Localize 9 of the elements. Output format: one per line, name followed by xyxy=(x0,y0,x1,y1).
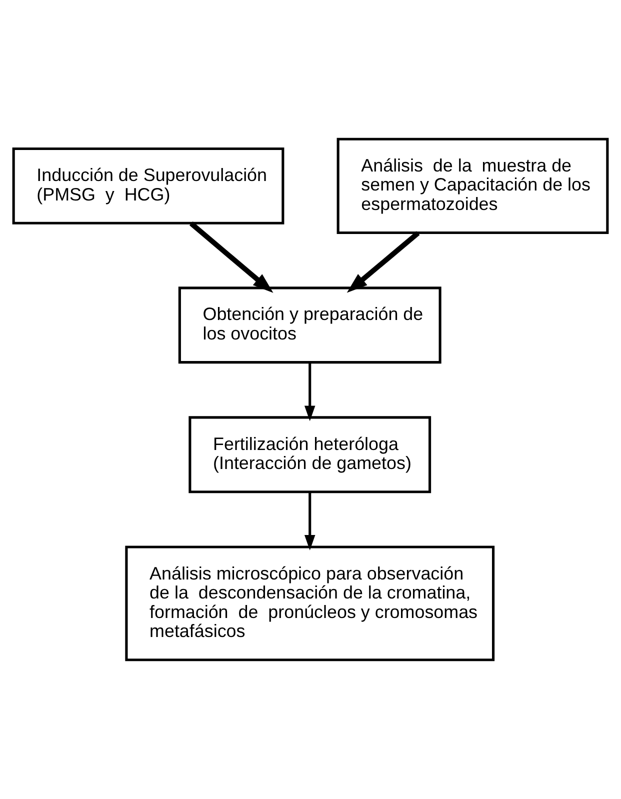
arrow xyxy=(346,231,420,293)
arrow xyxy=(304,362,316,422)
node-box: Obtención y preparación de los ovocitos xyxy=(178,286,442,364)
arrow xyxy=(304,492,316,550)
arrow xyxy=(189,222,274,293)
node-box: Fertilización heteróloga (Interacción de gametos) xyxy=(188,416,432,494)
node-box: Análisis de la muestra de semen y Capacitación de los espermatozoides xyxy=(336,138,609,234)
node-box: Inducción de Superovulación (PMSG y HCG) xyxy=(12,147,284,224)
node-box: Análisis microscópico para observación de la descondensación de la cromatina, formación de pronúcleos y cromosomas metafásicos xyxy=(125,546,495,662)
